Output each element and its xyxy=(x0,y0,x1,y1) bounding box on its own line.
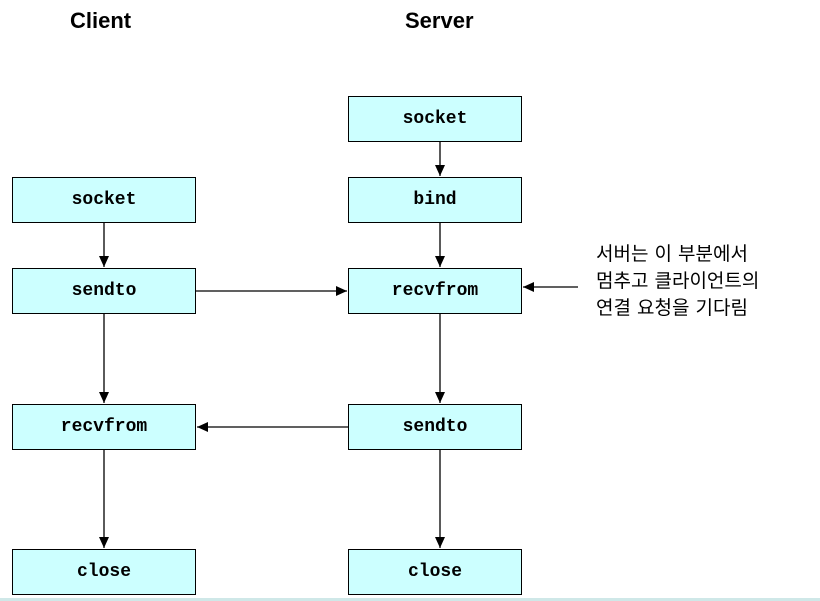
client-title: Client xyxy=(70,8,132,33)
bottom-divider xyxy=(0,598,820,601)
server-socket-box: socket xyxy=(348,96,522,142)
server-title: Server xyxy=(405,8,474,33)
server-bind-box: bind xyxy=(348,177,522,223)
server-wait-annotation: 서버는 이 부분에서 멈추고 클라이언트의 연결 요청을 기다림 xyxy=(596,241,816,322)
client-sendto-box: sendto xyxy=(12,268,196,314)
annotation-line-2: 멈추고 클라이언트의 xyxy=(596,270,760,292)
annotation-line-1: 서버는 이 부분에서 xyxy=(596,243,748,265)
client-recvfrom-box: recvfrom xyxy=(12,404,196,450)
server-close-box: close xyxy=(348,549,522,595)
annotation-line-3: 연결 요청을 기다림 xyxy=(596,297,748,319)
client-close-box: close xyxy=(12,549,196,595)
server-recvfrom-box: recvfrom xyxy=(348,268,522,314)
server-sendto-box: sendto xyxy=(348,404,522,450)
client-socket-box: socket xyxy=(12,177,196,223)
